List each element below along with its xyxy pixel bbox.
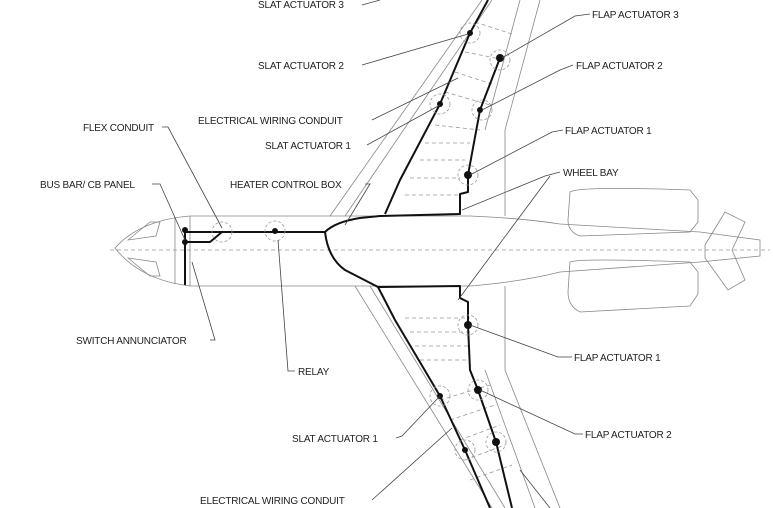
label-wheel-bay: WHEEL BAY <box>563 168 619 179</box>
label-flap-actuator-2-upper: FLAP ACTUATOR 2 <box>576 61 663 72</box>
label-bus-bar-cb-panel: BUS BAR/ CB PANEL <box>40 180 135 191</box>
label-slat-actuator-1-lower: SLAT ACTUATOR 1 <box>292 434 378 445</box>
callout-labels: SLAT ACTUATOR 3 FLAP ACTUATOR 3 SLAT ACT… <box>40 0 679 507</box>
label-heater-control-box: HEATER CONTROL BOX <box>230 180 342 191</box>
label-electrical-wiring-conduit-upper: ELECTRICAL WIRING CONDUIT <box>198 116 343 127</box>
engine-nacelles <box>567 188 699 313</box>
label-flap-actuator-1-upper: FLAP ACTUATOR 1 <box>565 126 652 137</box>
label-switch-annunciator: SWITCH ANNUNCIATOR <box>76 336 186 347</box>
label-flap-actuator-1-lower: FLAP ACTUATOR 1 <box>574 353 661 364</box>
lower-wing-outline <box>354 285 561 508</box>
electrical-wiring <box>184 0 513 508</box>
label-flex-conduit: FLEX CONDUIT <box>83 123 154 134</box>
label-slat-actuator-1-upper: SLAT ACTUATOR 1 <box>265 141 351 152</box>
tail-fin <box>704 211 746 291</box>
label-electrical-wiring-conduit-lower: ELECTRICAL WIRING CONDUIT <box>200 496 345 507</box>
label-relay: RELAY <box>298 367 330 378</box>
label-slat-actuator-2: SLAT ACTUATOR 2 <box>258 61 344 72</box>
label-flap-actuator-3: FLAP ACTUATOR 3 <box>592 10 679 21</box>
label-slat-actuator-3: SLAT ACTUATOR 3 <box>258 0 344 11</box>
upper-wing-outline <box>329 0 541 217</box>
label-flap-actuator-2-lower: FLAP ACTUATOR 2 <box>585 430 672 441</box>
leader-lines <box>152 0 591 508</box>
component-markers <box>182 22 511 461</box>
fuselage-outline <box>110 215 770 287</box>
